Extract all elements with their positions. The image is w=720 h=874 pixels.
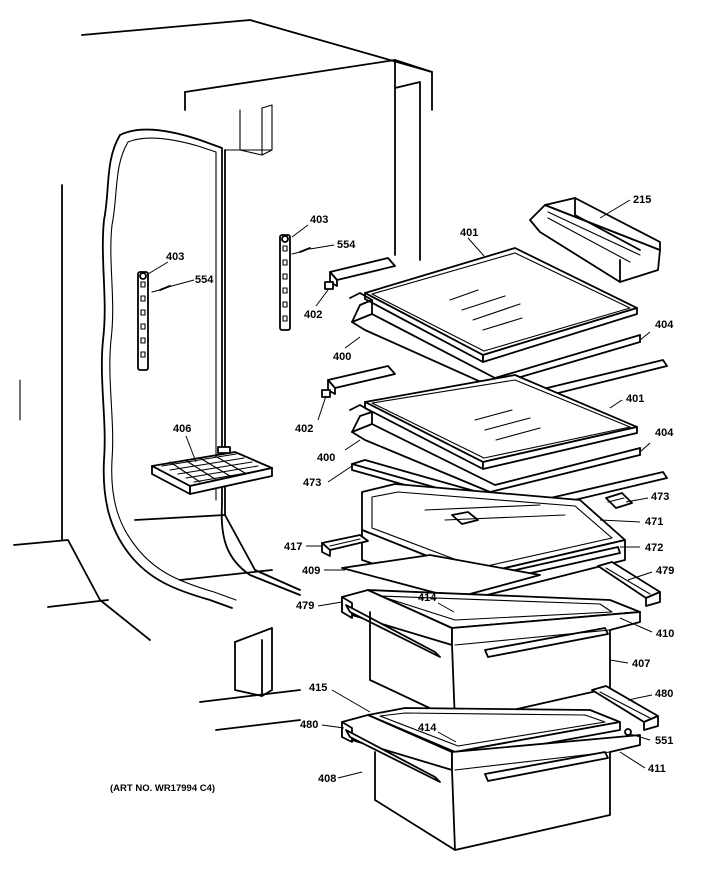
upper-shelf-bracket (324, 257, 396, 290)
label-417: 417 (284, 541, 302, 553)
label-479-right: 479 (656, 565, 674, 577)
upper-shelf-frame (349, 292, 641, 387)
slide-screw (624, 728, 632, 736)
label-480-right: 480 (655, 688, 673, 700)
upper-pan (341, 589, 641, 724)
label-215: 215 (633, 194, 651, 206)
vent-grille (151, 446, 273, 495)
label-415: 415 (309, 682, 327, 694)
shelf-ladder-middle (279, 234, 311, 331)
label-473-right: 473 (651, 491, 669, 503)
label-402-middle: 402 (295, 423, 313, 435)
label-400-middle: 400 (317, 452, 335, 464)
part-labels: 215 401 403 554 403 554 402 400 404 401 … (110, 194, 674, 794)
art-number: (ART NO. WR17994 C4) (110, 783, 215, 794)
upper-shelf-glass (364, 247, 638, 363)
middle-shelf-bracket (321, 365, 396, 398)
middle-shelf-glass (364, 374, 638, 470)
pan-cover-support-right (605, 492, 633, 509)
label-554-middle: 554 (337, 239, 356, 251)
label-401-upper: 401 (460, 227, 478, 239)
label-400-upper: 400 (333, 351, 351, 363)
pan-cover-insert (341, 554, 541, 599)
cabinet-outline (13, 19, 433, 731)
door-gasket (100, 128, 301, 609)
label-402-upper: 402 (304, 309, 322, 321)
label-406: 406 (173, 423, 191, 435)
label-554-left: 554 (195, 274, 214, 286)
label-473-left: 473 (303, 477, 321, 489)
label-480-left: 480 (300, 719, 318, 731)
label-407: 407 (632, 658, 650, 670)
label-472: 472 (645, 542, 663, 554)
label-410: 410 (656, 628, 674, 640)
label-479-left: 479 (296, 600, 314, 612)
label-404-middle: 404 (655, 427, 674, 439)
lower-pan (341, 714, 641, 851)
label-471: 471 (645, 516, 663, 528)
label-551: 551 (655, 735, 673, 747)
label-408: 408 (318, 773, 336, 785)
label-401-middle: 401 (626, 393, 644, 405)
label-411: 411 (648, 763, 666, 775)
label-409: 409 (302, 565, 320, 577)
pan-slide-right-lower (591, 685, 659, 731)
label-414-upper: 414 (418, 592, 437, 604)
shelf-ladder-left (137, 271, 171, 371)
label-403-middle: 403 (310, 214, 328, 226)
label-414-lower: 414 (418, 722, 437, 734)
label-403-left: 403 (166, 251, 184, 263)
door-bin (529, 197, 661, 283)
label-404-upper: 404 (655, 319, 674, 331)
leader-lines (147, 199, 653, 779)
pan-slide-left-upper (321, 534, 369, 557)
